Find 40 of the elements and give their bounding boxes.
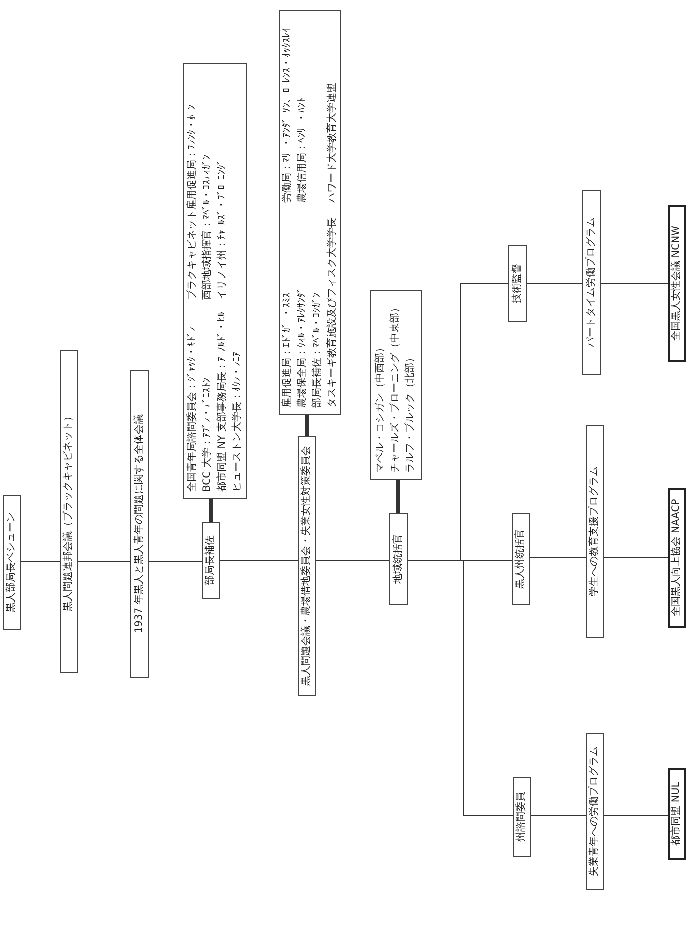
org-box: 部局長補佐 — [202, 522, 220, 599]
member-entry: ラルフ・ブルック（北部） — [405, 353, 417, 473]
connector-line — [220, 560, 298, 562]
member-entry: マベル・コシガン（中西部） — [375, 343, 387, 473]
member-entry: 労働局：ﾏﾘｰ・ｱﾝﾀﾞｰｿﾝ、ﾛｰﾚﾝｽ・ｵｯｸｽﾚｲ — [282, 28, 294, 203]
org-box: 地域統括官 — [389, 513, 408, 605]
member-entry: 部局長補佐：ﾏﾍﾞﾙ・ｺｼｶﾞﾝ — [312, 293, 324, 408]
org-box: 技術監督 — [508, 245, 527, 322]
member-entry: 雇用促進局：ｴﾄﾞｶﾞｰ・ｽﾐｽ — [282, 292, 294, 408]
org-box: 都市同盟 NUL — [668, 768, 686, 860]
org-box: 黒人問題連邦会議（ブラックキャビネット） — [60, 350, 78, 673]
member-entry: 農場保全局：ｳｨﾙ・ｱﾚｸｻﾝﾀﾞｰ — [296, 282, 308, 408]
member-entry: 全国青年局諮問委員会：ｼﾞｬｯｸ・ｷﾄﾞﾗｰ — [186, 321, 198, 492]
org-box: パートタイム労働プログラム — [582, 190, 601, 375]
member-list-box — [183, 63, 247, 499]
org-box: 全国黒人向上協会 NAACP — [668, 488, 686, 628]
member-list-box — [279, 10, 341, 415]
double-connector-line — [305, 415, 309, 436]
member-entry: 農場信用局：ﾍﾝﾘｰ・ﾊﾝﾄ — [296, 98, 308, 203]
org-box: 黒人部局長ベシューン — [3, 495, 21, 630]
org-box: 黒人問題会議・農場借地委員会・失業女性対策委員会 — [298, 436, 316, 696]
member-entry: ヒューストン大学長：ｵｳﾗ・ﾗﾆｱ — [232, 352, 244, 492]
org-box: 全国黒人女性会議 NCNW — [668, 205, 686, 362]
member-entry: チャールズ・ブローニング（中東部） — [390, 303, 402, 473]
org-box: 学生への教育支援プログラム — [586, 425, 604, 638]
double-connector-line — [396, 480, 400, 513]
member-entry: 西部地域指揮官：ﾏﾍﾞﾙ・ｺｽﾃｨｶﾞﾝ — [202, 155, 214, 300]
member-entry: タスキーギ教育施設及びフィスク大学学長 — [326, 217, 338, 408]
member-entry: ハワード大学教育大学連盟 — [326, 83, 338, 203]
org-box: 1937 年黒人と黒人青年の問題に関する全体会議 — [130, 370, 149, 678]
member-entry: 都市同盟 NY 支部事務局長：ｱｰﾉﾙﾄﾞ・ﾋﾙ — [216, 311, 228, 492]
org-box: 州諮問委員 — [513, 777, 531, 857]
org-box: 失業青年への労働プログラム — [586, 733, 604, 890]
connector-line — [316, 560, 390, 562]
member-list-box — [370, 290, 422, 480]
member-entry: BCC 大学：ｱﾌﾞﾗ・ﾃﾞﾆｽﾄﾝ — [202, 377, 214, 492]
member-entry: ブラクキャビネット雇用促進局：ﾌﾗﾝｸ・ﾎｰﾝ — [186, 105, 198, 300]
double-connector-line — [209, 499, 213, 522]
member-entry: イリノイ州：ﾁｬｰﾙｽﾞ・ﾌﾞﾛｰﾆﾝｸﾞ — [216, 160, 228, 300]
org-box: 黒人州統括官 — [512, 513, 530, 605]
